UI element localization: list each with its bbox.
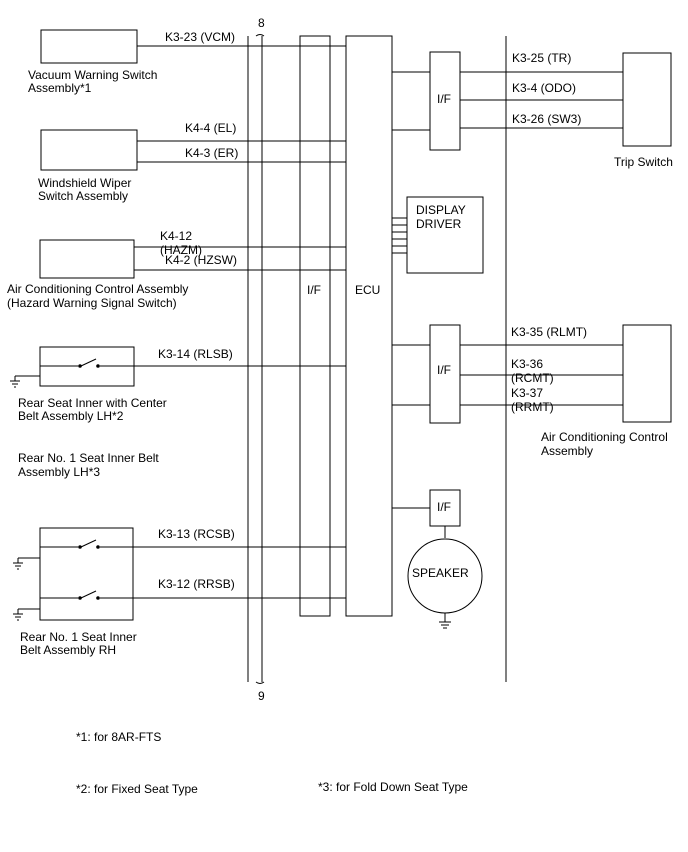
svg-text:Air Conditioning Control: Air Conditioning Control Assembly (541, 430, 671, 458)
signal-el: K4-4 (EL) (185, 121, 236, 135)
svg-text:Trip Switch: Trip Switch (614, 155, 673, 169)
signal-vcm: K3-23 (VCM) (165, 30, 235, 44)
ecu-block: ECU (345, 35, 393, 617)
rear-seat-belt-rh: Rear No. 1 Seat Inner Belt Assembly RH (13, 527, 140, 657)
bus: 8 9 (247, 16, 265, 703)
ground-icon (13, 562, 23, 570)
rear-seat-belt-lh3: Rear No. 1 Seat Inner Belt Assembly LH*3 (18, 451, 162, 479)
signal-tr: K3-25 (TR) (512, 51, 571, 65)
ac-control-right: Air Conditioning Control Assembly (541, 324, 672, 458)
svg-text:I/F: I/F (437, 92, 451, 106)
svg-text:DISPLAY DRIVER: DISPLAY DRIVER (416, 203, 469, 231)
switch-icon (40, 590, 133, 600)
signal-rcmt: K3-36 (RCMT) (511, 357, 554, 385)
svg-text:Windshield Wiper Switch: Windshield Wiper Switch Assembly (38, 176, 135, 203)
windshield-wiper-switch: Windshield Wiper Switch Assembly (38, 129, 138, 203)
speaker-if-block: I/F (392, 489, 461, 538)
footnote-3: *3: for Fold Down Seat Type (318, 780, 468, 794)
signal-hazm: K4-12 (HAZM) (160, 229, 202, 257)
speaker-label: SPEAKER (412, 566, 469, 580)
signal-rlmt: K3-35 (RLMT) (511, 325, 587, 339)
if-trip-block: I/F (392, 51, 461, 151)
signal-rcsb: K3-13 (RCSB) (158, 527, 235, 541)
if-ac-block: I/F (392, 324, 461, 424)
trip-switch: Trip Switch (614, 52, 673, 169)
svg-text:Rear No. 1 Seat Inner Be: Rear No. 1 Seat Inner Belt Assembly RH (20, 630, 140, 657)
display-driver-block: DISPLAY DRIVER (392, 196, 484, 274)
ground-icon (13, 613, 23, 621)
bus-bottom-label: 9 (258, 689, 265, 703)
svg-text:Vacuum Warning Switch As: Vacuum Warning Switch Assembly*1 (28, 68, 161, 95)
switch-icon (40, 539, 133, 549)
svg-text:Air Conditioning Control Assem: Air Conditioning Control Assembly (Hazar… (7, 282, 192, 310)
signal-rlsb: K3-14 (RLSB) (158, 347, 233, 361)
rear-seat-belt-lh2: Rear Seat Inner with Center Belt Assembl… (10, 346, 170, 423)
svg-text:I/F: I/F (437, 363, 451, 377)
signal-odo: K3-4 (ODO) (512, 81, 576, 95)
left-signal-lines (133, 45, 346, 599)
ground-icon (439, 621, 451, 629)
svg-text:I/F: I/F (307, 283, 321, 297)
signal-er: K4-3 (ER) (185, 146, 238, 160)
footnote-1: *1: for 8AR-FTS (76, 730, 161, 744)
signal-rrmt: K3-37 (RRMT) (511, 386, 554, 414)
svg-text:ECU: ECU (355, 283, 380, 297)
svg-text:Rear No. 1 Seat Inner Belt: Rear No. 1 Seat Inner Belt Assembly LH*3 (18, 451, 162, 479)
speaker: SPEAKER (407, 538, 483, 629)
footnote-2: *2: for Fixed Seat Type (76, 782, 198, 796)
if-left-block: I/F (299, 35, 331, 617)
svg-text:I/F: I/F (437, 500, 451, 514)
vacuum-warning-switch: Vacuum Warning Switch Assembly*1 (28, 29, 161, 95)
svg-text:Rear Seat Inner with Center: Rear Seat Inner with Center Belt Assembl… (18, 396, 170, 423)
ac-control-hazard-switch: Air Conditioning Control Assembly (Hazar… (7, 239, 192, 310)
ground-icon (10, 380, 20, 388)
signal-rrsb: K3-12 (RRSB) (158, 577, 235, 591)
signal-sw3: K3-26 (SW3) (512, 112, 581, 126)
switch-icon (40, 358, 134, 368)
bus-top-label: 8 (258, 16, 265, 30)
signal-hzsw: K4-2 (HZSW) (165, 253, 237, 267)
